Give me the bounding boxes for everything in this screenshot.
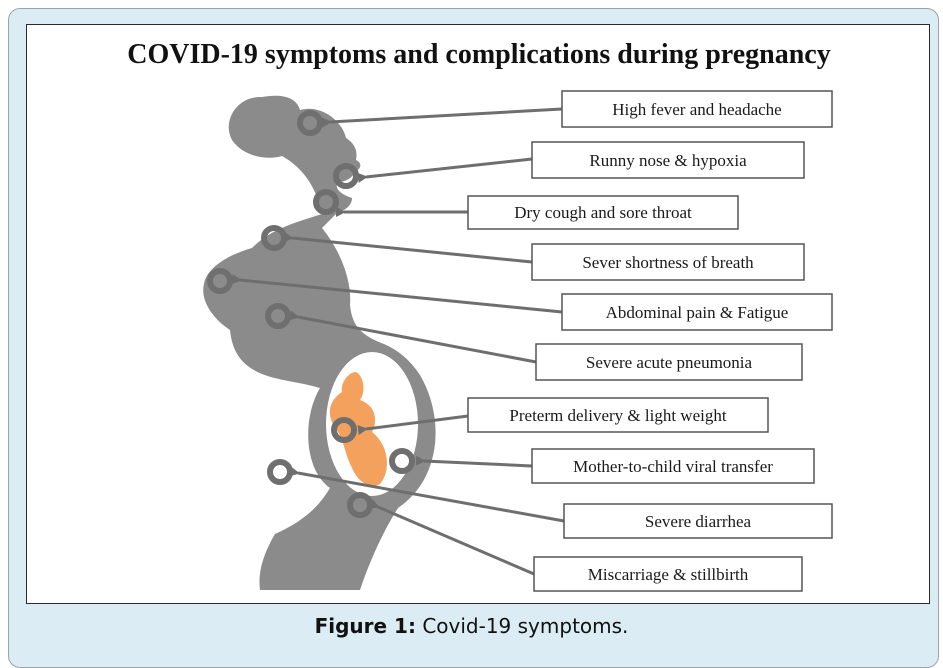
arrow-transfer: [424, 461, 532, 466]
label-miscarriage: Miscarriage & stillbirth: [588, 565, 749, 584]
caption-prefix: Figure 1:: [315, 614, 416, 638]
label-preterm: Preterm delivery & light weight: [509, 406, 726, 425]
label-fever: High fever and headache: [612, 100, 781, 119]
pregnancy-diagram: High fever and headache Runny nose & hyp…: [0, 0, 943, 651]
marker-abdomen: [270, 462, 290, 482]
arrow-fever: [330, 109, 562, 122]
arrow-nose: [366, 159, 532, 177]
label-throat: Dry cough and sore throat: [514, 203, 692, 222]
arrow-miscarriage: [378, 507, 534, 574]
label-breath: Sever shortness of breath: [582, 253, 754, 272]
label-abdominal: Abdominal pain & Fatigue: [606, 303, 789, 322]
label-nose: Runny nose & hypoxia: [589, 151, 747, 170]
label-pneumonia: Severe acute pneumonia: [586, 353, 753, 372]
caption-text: Covid-19 symptoms.: [416, 614, 628, 638]
figure-caption: Figure 1: Covid-19 symptoms.: [0, 614, 943, 638]
label-transfer: Mother-to-child viral transfer: [573, 457, 773, 476]
label-diarrhea: Severe diarrhea: [645, 512, 752, 531]
